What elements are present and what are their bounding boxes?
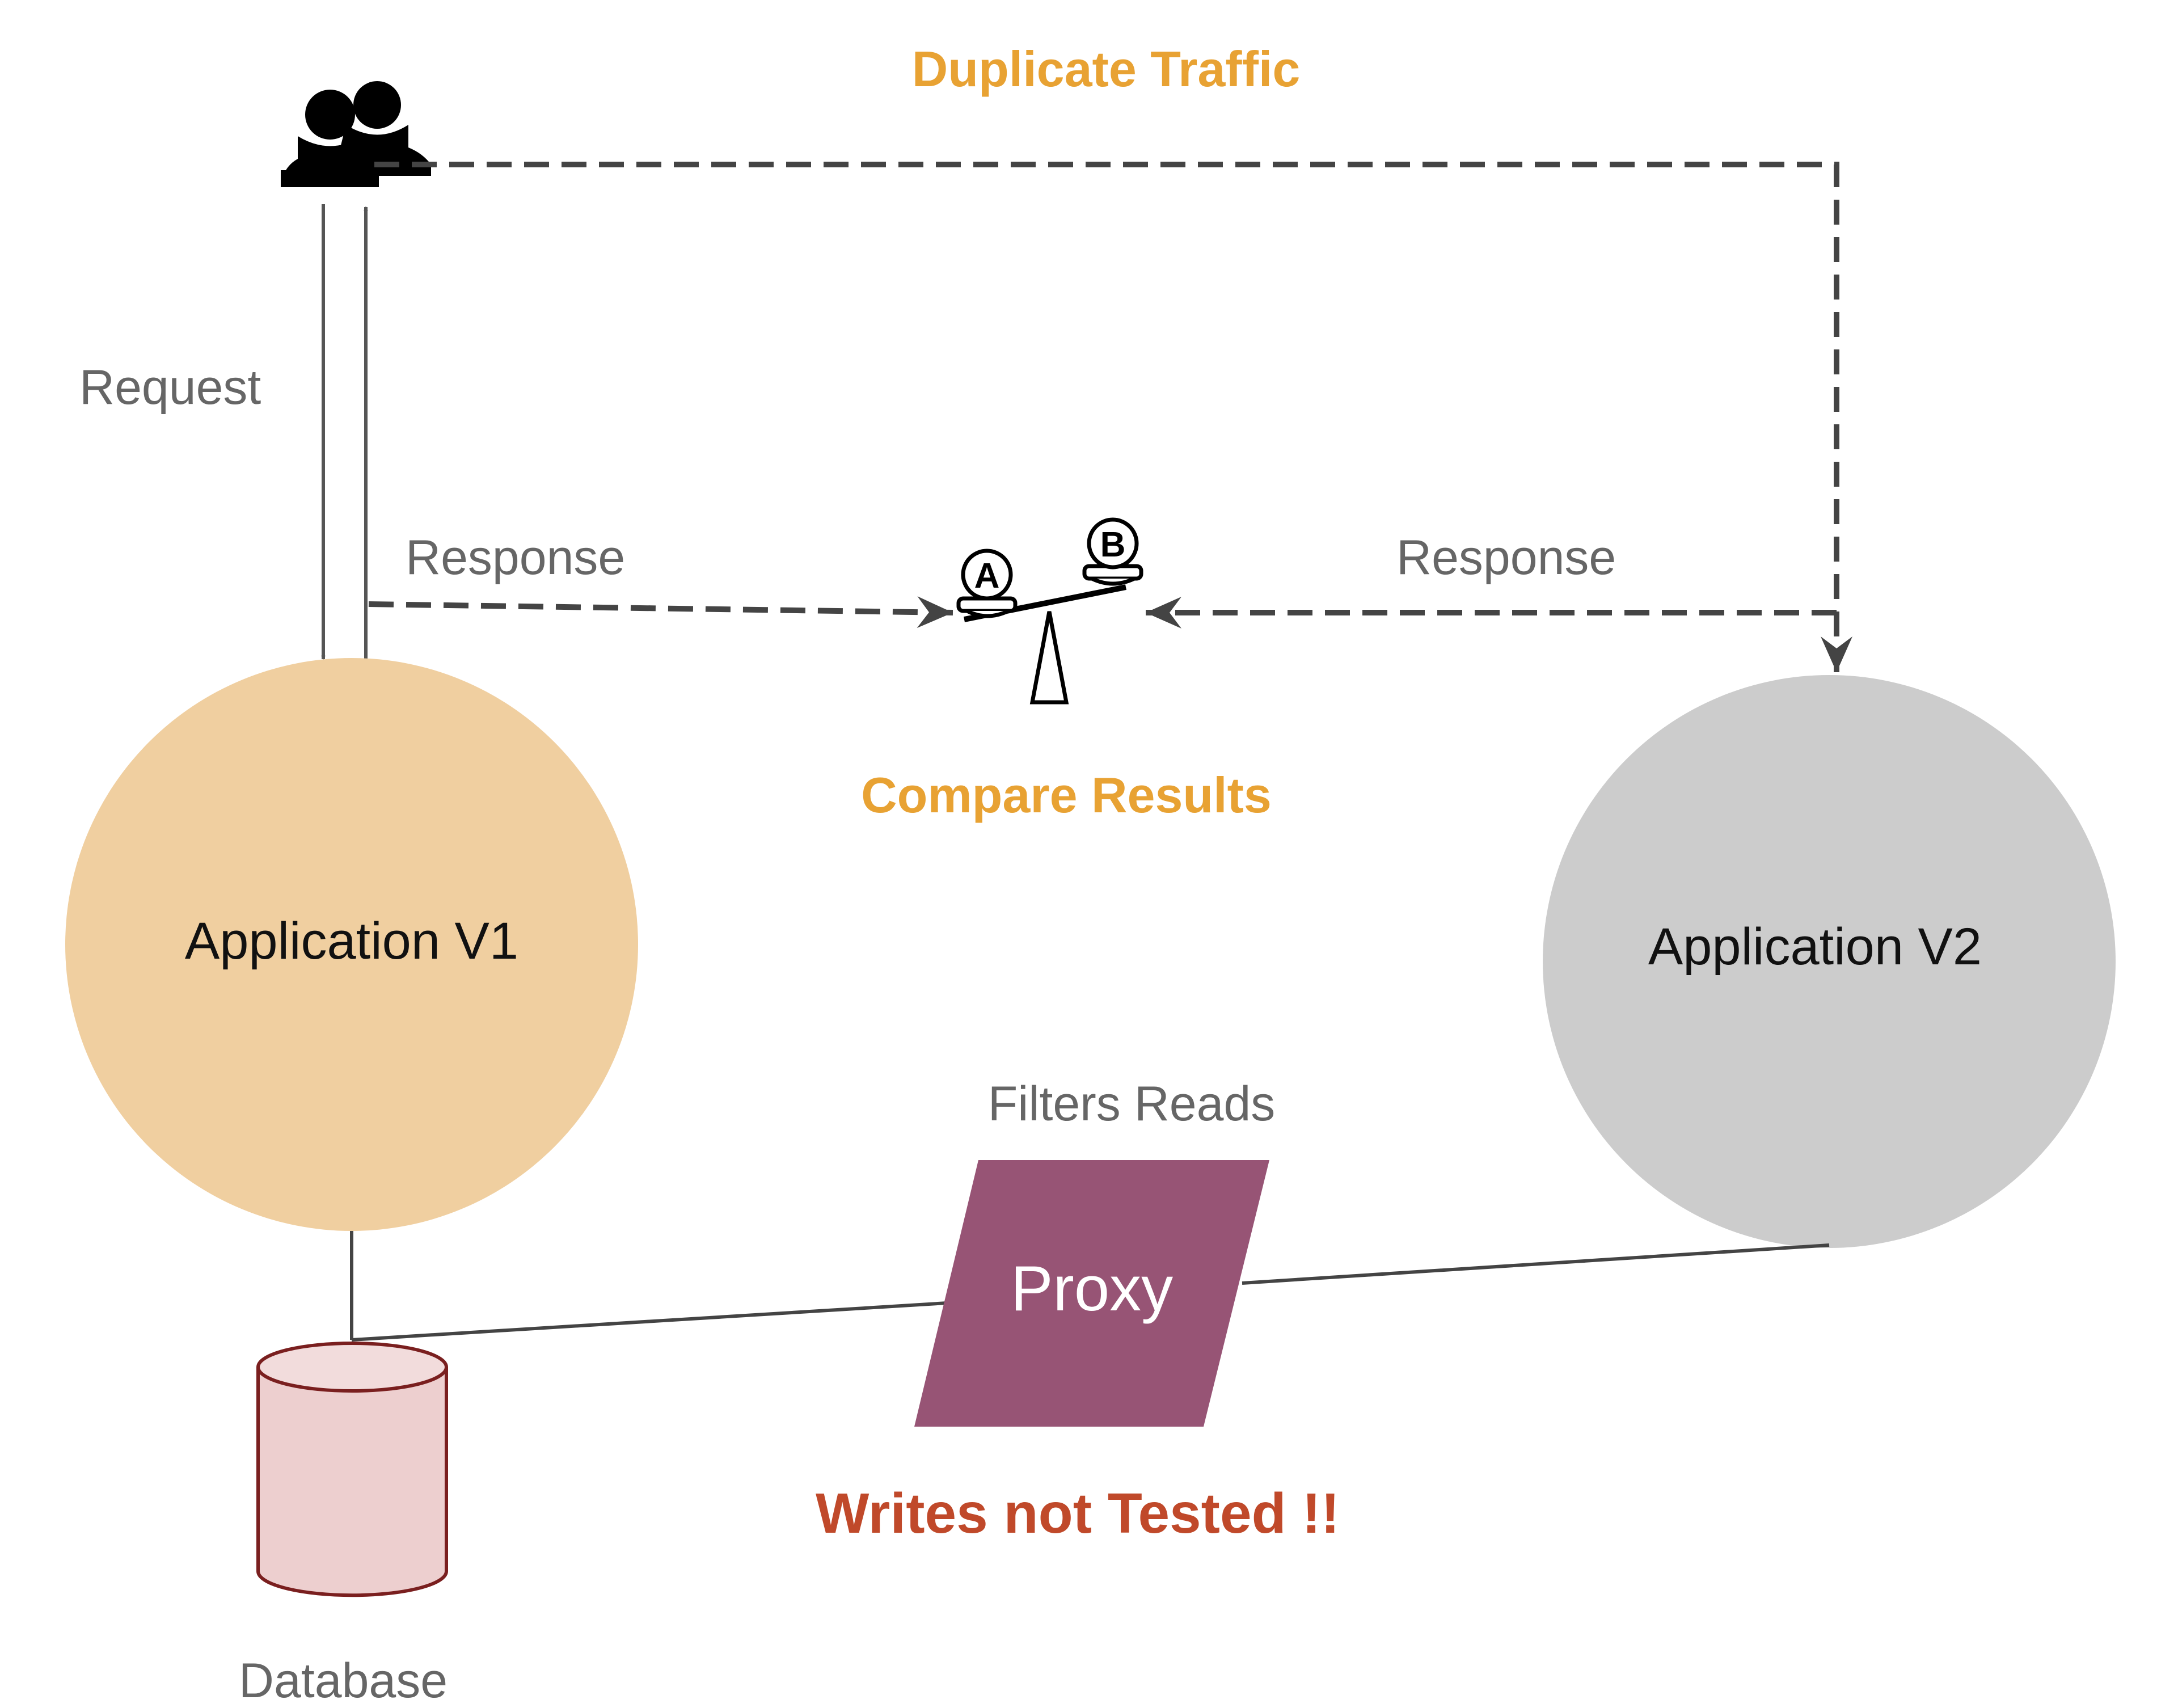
users-icon — [281, 81, 431, 187]
v2-proxy-connector — [1242, 1243, 1830, 1285]
balance-scale-icon — [956, 517, 1143, 705]
proxy-label: Proxy — [1011, 1253, 1173, 1324]
filters-reads-label: Filters Reads — [988, 1077, 1276, 1131]
response-label-v2: Response — [1396, 530, 1616, 585]
compare-results-label: Compare Results — [861, 767, 1272, 823]
writes-not-tested-warning: Writes not Tested !! — [816, 1482, 1340, 1545]
application-v2-label: Application V2 — [1648, 918, 1982, 976]
application-v1-label: Application V1 — [185, 912, 518, 970]
application-v1-node — [65, 658, 638, 1231]
proxy-db-connector — [351, 1301, 948, 1342]
database-cylinder-icon — [256, 1342, 448, 1597]
application-v2-node — [1543, 675, 2116, 1248]
database-label: Database — [239, 1654, 448, 1708]
proxy-node — [914, 1160, 1269, 1427]
duplicate-traffic-connector — [374, 162, 1852, 672]
request-label: Request — [79, 360, 261, 415]
scale-b-label: B — [1100, 525, 1126, 564]
response-label-v1: Response — [406, 530, 625, 585]
response-v1-connector — [368, 596, 953, 629]
duplicate-traffic-title: Duplicate Traffic — [912, 41, 1301, 97]
scale-a-label: A — [974, 556, 1000, 596]
